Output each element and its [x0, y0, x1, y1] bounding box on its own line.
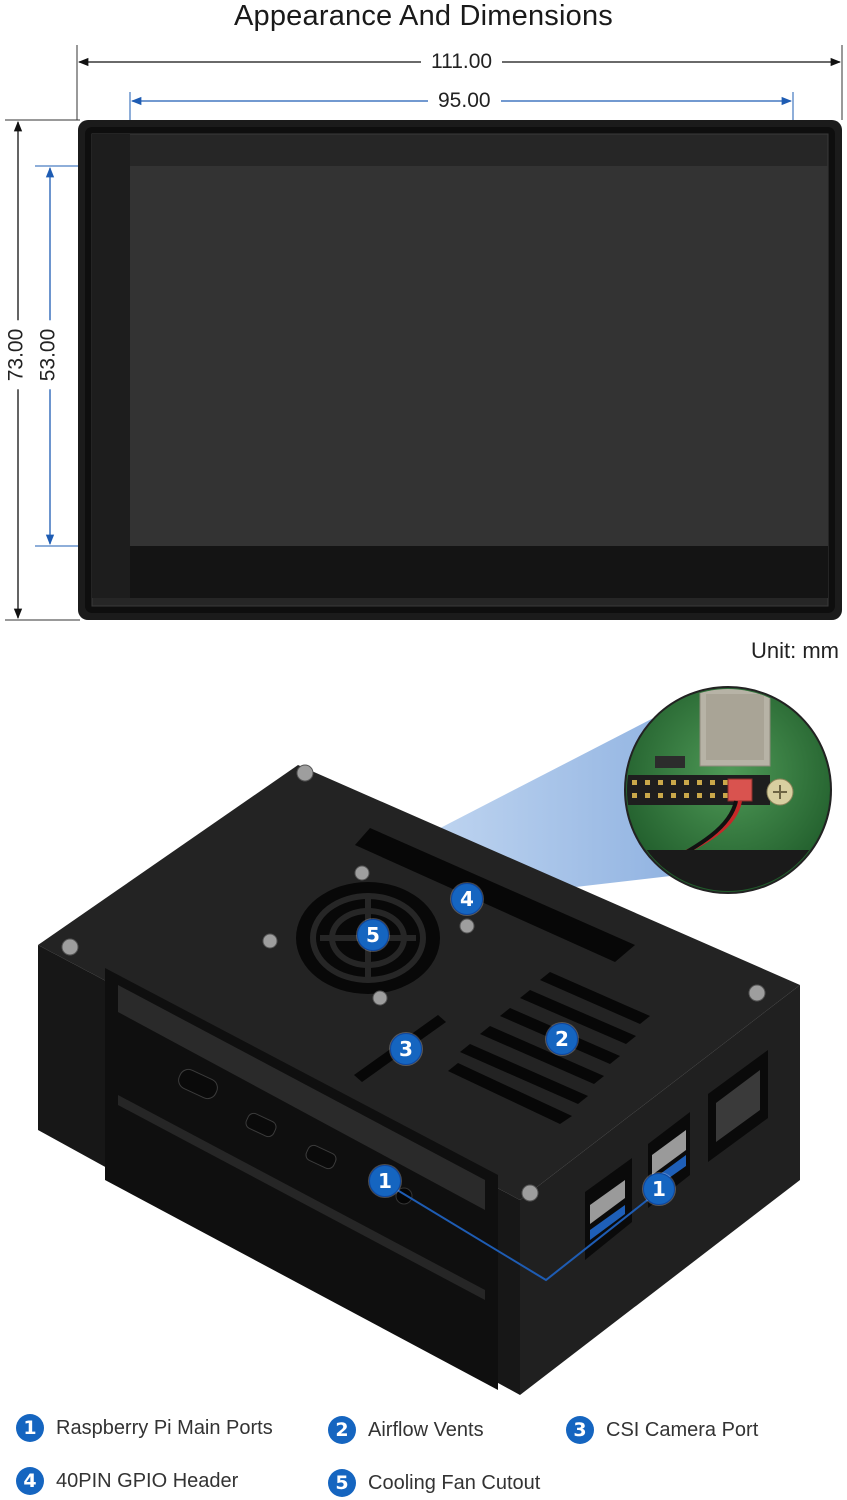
- legend-label: Airflow Vents: [368, 1418, 484, 1441]
- outer-height-label: 73.00: [4, 320, 29, 390]
- numbered-badge-icon: 3: [566, 1416, 594, 1444]
- display-height-label: 53.00: [36, 320, 61, 390]
- legend-item-4: 4 40PIN GPIO Header: [16, 1467, 238, 1495]
- legend-label: Raspberry Pi Main Ports: [56, 1416, 273, 1439]
- numbered-badge-icon: 2: [328, 1416, 356, 1444]
- callout-1b: 1: [643, 1173, 675, 1205]
- legend-item-5: 5 Cooling Fan Cutout: [328, 1469, 540, 1497]
- display-width-label: 95.00: [428, 89, 501, 113]
- screw-icon: [61, 764, 766, 1202]
- numbered-badge-icon: 4: [16, 1467, 44, 1495]
- unit-label: Unit: mm: [751, 638, 839, 663]
- raspberry-pi-case: [38, 764, 800, 1395]
- gpio-zoom-inset: [624, 686, 832, 894]
- legend-label: Cooling Fan Cutout: [368, 1471, 541, 1494]
- display-active-area: [130, 166, 828, 546]
- callout-3: 3: [390, 1033, 422, 1065]
- numbered-badge-icon: 1: [16, 1414, 44, 1442]
- callout-2: 2: [546, 1023, 578, 1055]
- callout-1a: 1: [369, 1165, 401, 1197]
- ethernet-port-icon: [708, 1050, 768, 1162]
- callout-4: 4: [451, 883, 483, 915]
- legend-item-2: 2 Airflow Vents: [328, 1416, 484, 1444]
- legend-label: 40PIN GPIO Header: [56, 1469, 239, 1492]
- page-title: Appearance And Dimensions: [233, 0, 613, 32]
- legend-item-3: 3 CSI Camera Port: [566, 1416, 758, 1444]
- callout-5: 5: [357, 919, 389, 951]
- legend-item-1: 1 Raspberry Pi Main Ports: [16, 1414, 273, 1442]
- hdmi-port-icon: [245, 1112, 277, 1138]
- display-dimension-drawing: [5, 45, 843, 621]
- usb-port-icon: [585, 1158, 632, 1260]
- numbered-badge-icon: 5: [328, 1469, 356, 1497]
- outer-width-label: 111.00: [421, 50, 503, 74]
- usb-c-port-icon: [178, 1068, 218, 1100]
- legend-label: CSI Camera Port: [606, 1418, 759, 1441]
